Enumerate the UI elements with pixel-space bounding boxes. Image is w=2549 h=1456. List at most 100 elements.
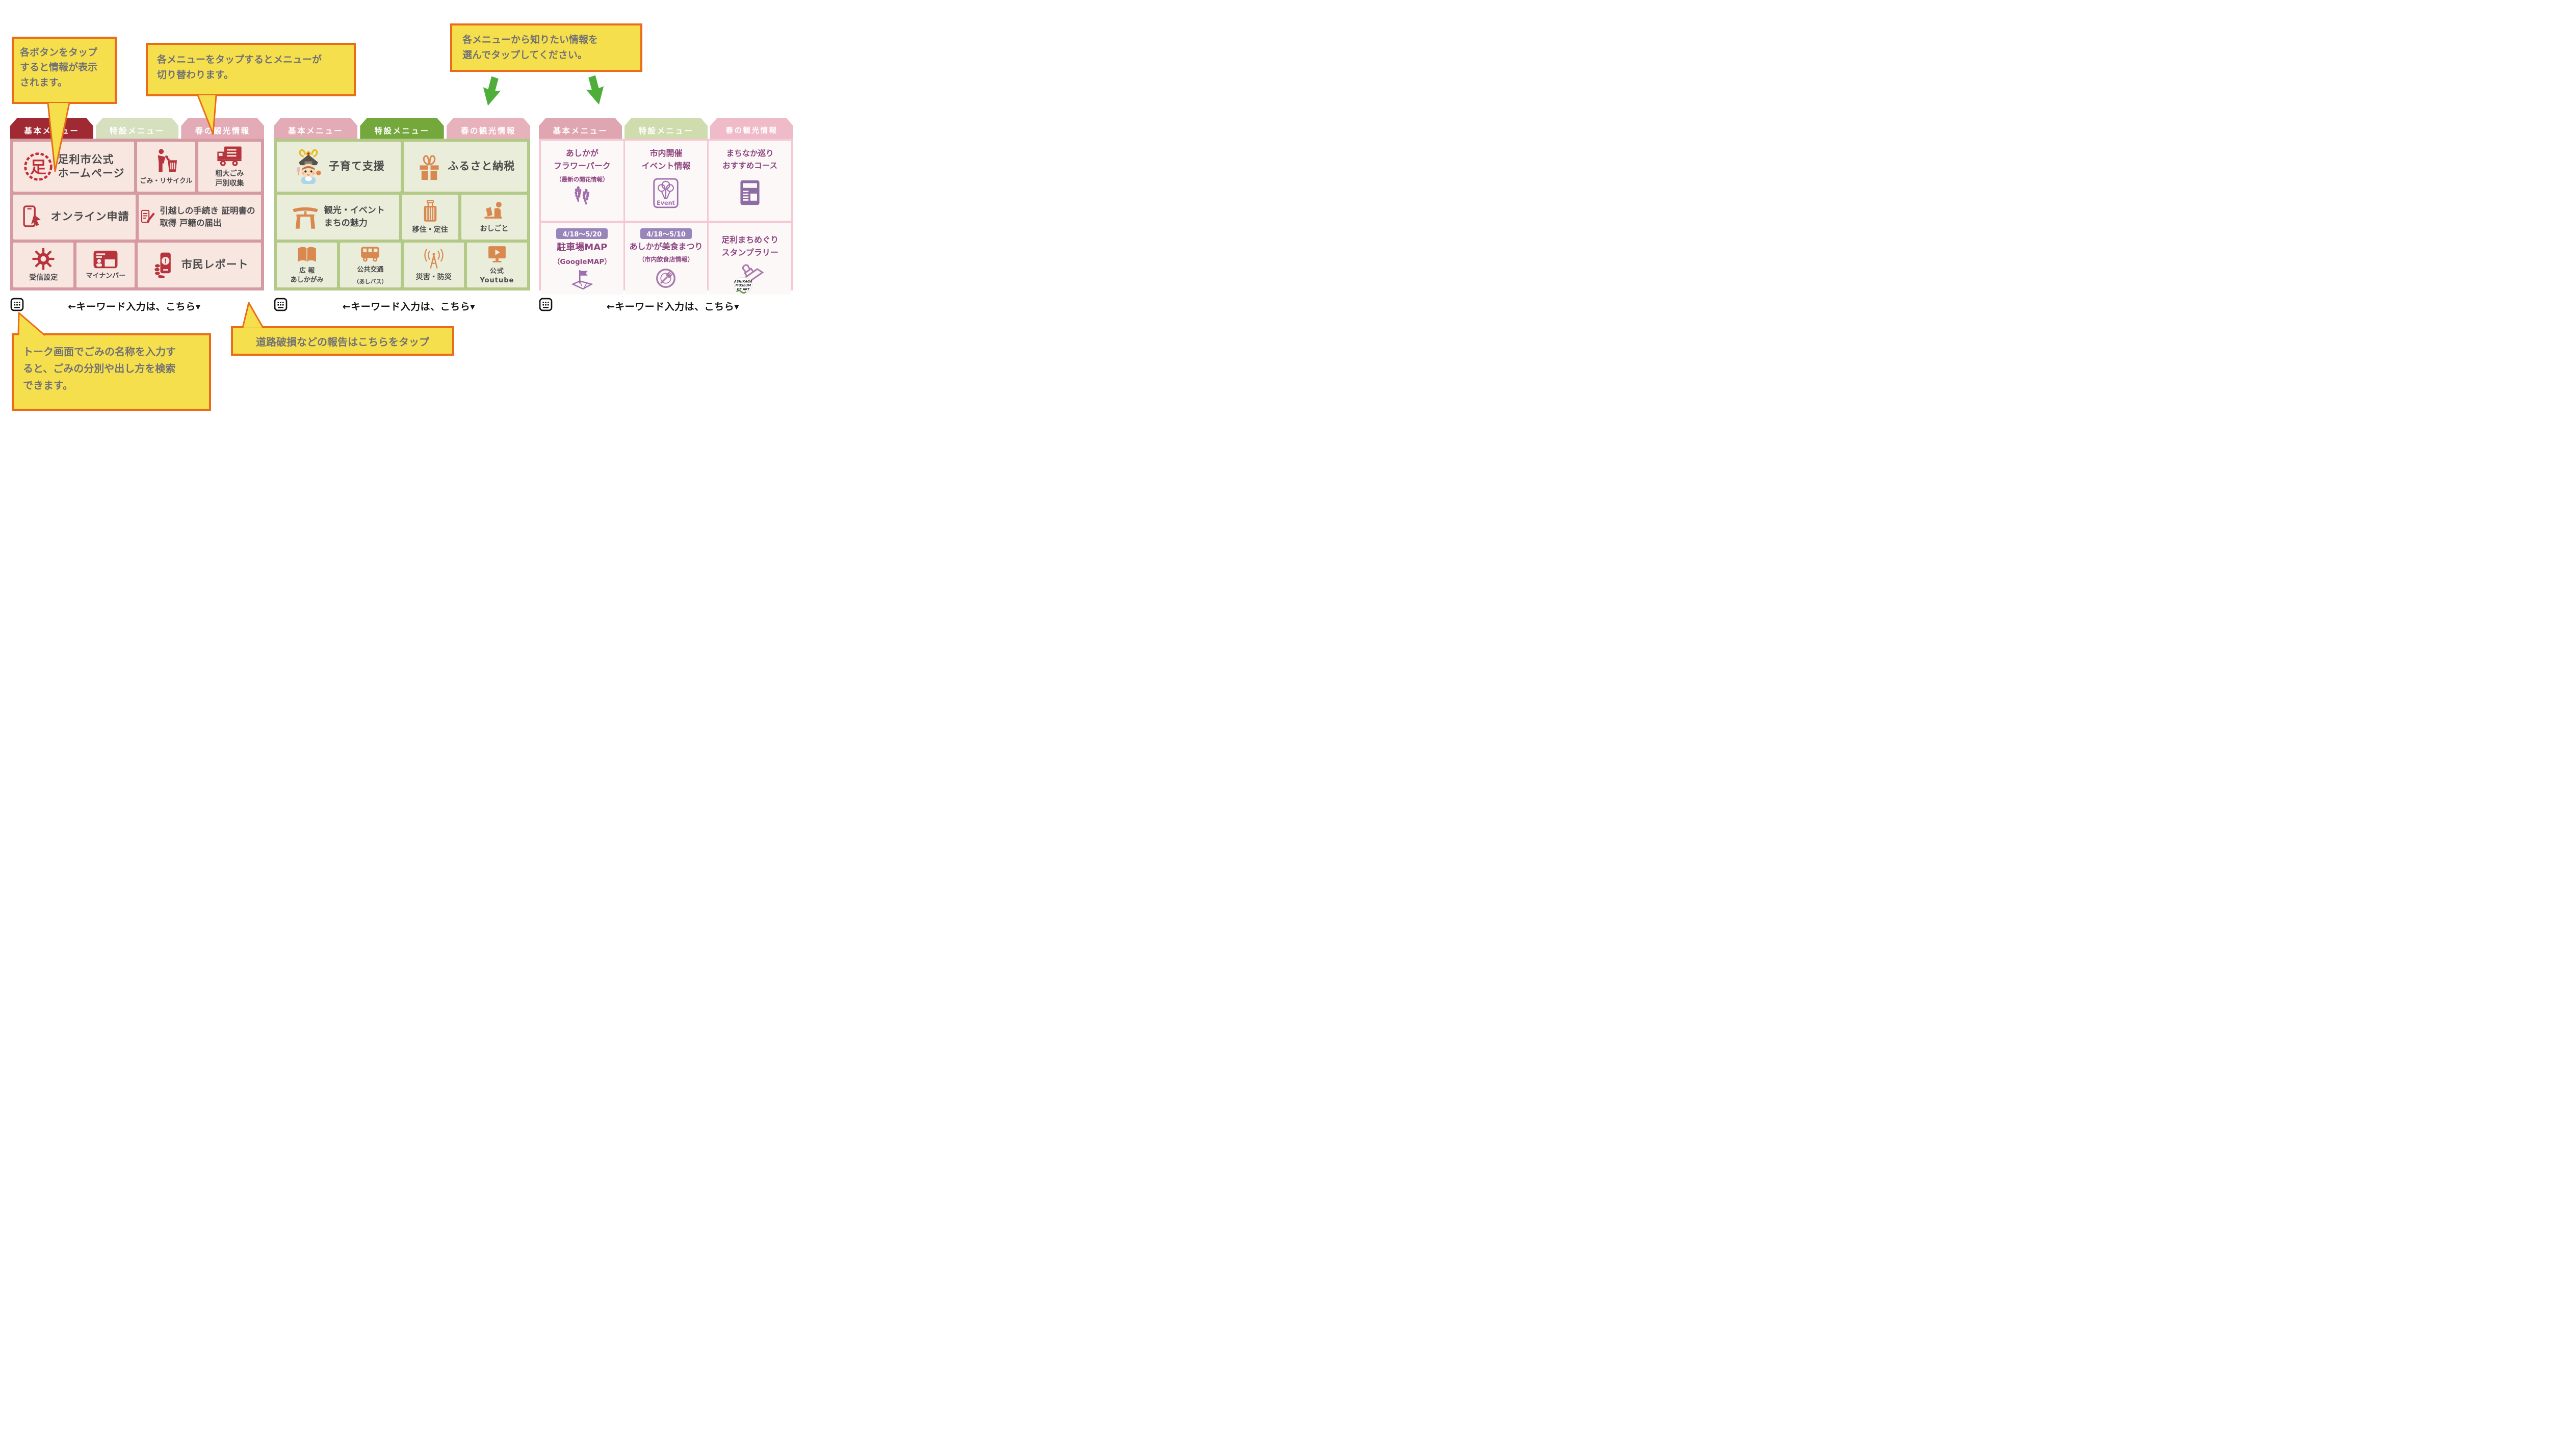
cell-walking-course[interactable]: まちなか巡り おすすめコース	[709, 141, 791, 221]
tab-spring-info[interactable]: 春の観光情報	[447, 118, 530, 139]
museum-logo-line: ASHIKAGA	[734, 280, 752, 283]
date-badge: 4/18～5/20	[556, 228, 608, 239]
cell-city-events[interactable]: 市内開催 イベント情報 Event	[625, 141, 708, 221]
event-balloons-icon: Event	[653, 178, 679, 208]
tab-label: 春の観光情報	[460, 126, 516, 136]
city-emblem-icon: 足	[23, 152, 53, 181]
panel-special-menu: 基本メニュー 特設メニュー 春の観光情報	[274, 118, 530, 290]
tab-label: 特設メニュー	[374, 126, 430, 136]
cell-parking-map[interactable]: 4/18～5/20 駐車場MAP （GoogleMAP）	[541, 223, 623, 295]
event-icon-label: Event	[657, 200, 675, 206]
cell-title: まちなか巡り おすすめコース	[722, 149, 778, 171]
museum-logo-line: OF ART	[737, 287, 750, 291]
infographic-canvas: 基本メニュー 特設メニュー 春の観光情報 足 足利市公式 ホームページ	[0, 0, 799, 415]
keyboard-icon[interactable]	[10, 298, 24, 311]
tab-spring-info[interactable]: 春の観光情報	[181, 118, 264, 139]
tab-bar-basic: 基本メニュー 特設メニュー 春の観光情報	[10, 118, 264, 139]
settings-gear-icon	[32, 248, 55, 270]
keyword-hint-label: ←キーワード入力は、こちら▾	[342, 301, 476, 312]
button-childcare-support[interactable]: 子育て支援	[277, 142, 401, 192]
button-citizen-report[interactable]: ! 市民レポート	[138, 243, 261, 287]
button-pr-ashikagami[interactable]: 広 報 あしかがみ	[277, 243, 337, 287]
cell-sublabel: （市内飲食店情報）	[638, 255, 694, 263]
green-arrow-down-left-icon	[483, 76, 501, 106]
wisteria-icon	[575, 186, 589, 205]
button-garbage-recycle[interactable]: ごみ・リサイクル	[137, 142, 195, 192]
dish-fork-icon	[656, 268, 676, 288]
museum-logo-line: MUSEUM	[736, 284, 751, 287]
tab-label: 特設メニュー	[638, 126, 694, 136]
cell-title: 駐車場MAP	[557, 242, 608, 253]
button-furusato-tax[interactable]: ふるさと納税	[403, 142, 527, 192]
keyboard-icon[interactable]	[539, 298, 553, 311]
keyword-row-spring: ←キーワード入力は、こちら▾	[539, 298, 793, 313]
button-moving-procedures[interactable]: 引越しの手続き 証明書の取得 戸籍の届出	[139, 195, 261, 240]
button-my-number[interactable]: マイナンバー	[76, 243, 135, 287]
button-label: 子育て支援	[328, 160, 385, 173]
mascot-icon	[297, 149, 321, 184]
map-flag-icon	[571, 270, 593, 290]
keyboard-icon[interactable]	[274, 298, 288, 311]
panel-basic-menu: 基本メニュー 特設メニュー 春の観光情報 足 足利市公式 ホームページ	[10, 118, 264, 290]
button-public-transport[interactable]: 公共交通 （あしバス）	[340, 243, 401, 287]
button-label: 引越しの手続き 証明書の取得 戸籍の届出	[160, 206, 255, 228]
keyword-hint-label: ←キーワード入力は、こちら▾	[68, 301, 201, 312]
button-label: おしごと	[480, 225, 509, 233]
button-label: ふるさと納税	[448, 160, 515, 173]
broadcast-tower-icon	[424, 249, 444, 269]
tab-special-menu[interactable]: 特設メニュー	[625, 118, 708, 139]
button-receive-settings[interactable]: 受信設定	[13, 243, 74, 287]
tab-basic-menu[interactable]: 基本メニュー	[274, 118, 357, 139]
keyword-row-basic: ←キーワード入力は、こちら▾	[10, 298, 245, 313]
cell-flower-park[interactable]: あしかが フラワーパーク （最新の開花情報）	[541, 141, 623, 221]
green-arrow-down-right-icon	[586, 75, 604, 105]
stamp-icon: ASHIKAGA MUSEUM OF ART	[734, 264, 764, 294]
tab-special-menu-active[interactable]: 特設メニュー	[360, 118, 444, 139]
date-badge: 4/18～5/10	[640, 228, 692, 239]
button-migration-settlement[interactable]: 移住・定住	[402, 195, 458, 240]
button-label: 広 報 あしかがみ	[290, 267, 324, 284]
button-label: オンライン申請	[50, 210, 129, 223]
button-sublabel: （あしバス）	[353, 278, 387, 285]
tab-spring-info-active[interactable]: 春の観光情報	[710, 118, 793, 139]
cell-title: あしかが フラワーパーク	[553, 148, 611, 171]
button-label: 公式 Youtube	[480, 267, 514, 284]
button-online-application[interactable]: オンライン申請	[13, 195, 136, 240]
callout-menu-switch: 各メニューをタップするとメニューが 切り替わります。	[146, 43, 356, 96]
callout-garbage-search: トーク画面でごみの名称を入力す ると、ごみの分別や出し方を検索 できます。	[12, 333, 211, 411]
button-label: 観光・イベント まちの魅力	[324, 205, 385, 228]
button-label: 市民レポート	[181, 258, 249, 271]
panel-spring-tourism: 基本メニュー 特設メニュー 春の観光情報 あしかが フラワーパーク （最新の開花…	[539, 118, 793, 295]
button-label: 粗大ごみ 戸別収集	[215, 170, 244, 188]
callout-tail	[242, 302, 264, 328]
tab-label: 特設メニュー	[110, 126, 165, 136]
work-laptop-icon	[484, 202, 502, 219]
trash-recycle-icon	[158, 149, 177, 172]
report-phone-icon: !	[154, 252, 171, 278]
tab-label: 春の観光情報	[195, 126, 250, 136]
cell-sublabel: （GoogleMAP）	[553, 258, 611, 267]
keyword-hint-label: ←キーワード入力は、こちら▾	[606, 301, 740, 312]
button-jobs[interactable]: おしごと	[461, 195, 527, 240]
button-official-homepage[interactable]: 足 足利市公式 ホームページ	[13, 142, 134, 192]
callout-tap-button: 各ボタンをタップ すると情報が表示 されます。	[12, 37, 117, 104]
button-label: マイナンバー	[86, 272, 126, 280]
cell-title: あしかが美食まつり	[629, 242, 703, 251]
tab-special-menu[interactable]: 特設メニュー	[96, 118, 179, 139]
tab-label: 基本メニュー	[553, 126, 608, 136]
cell-sublabel: （最新の開花情報）	[556, 175, 609, 183]
button-label: 公共交通	[357, 266, 384, 274]
emblem-character: 足	[30, 157, 46, 177]
cell-title: 足利まちめぐり スタンプラリー	[721, 235, 779, 257]
suitcase-icon	[424, 200, 436, 222]
button-disaster-prevention[interactable]: 災害・防災	[403, 243, 464, 287]
cell-gourmet-festival[interactable]: 4/18～5/10 あしかが美食まつり （市内飲食店情報）	[625, 223, 708, 295]
button-tourism-events[interactable]: 観光・イベント まちの魅力	[277, 195, 399, 240]
button-official-youtube[interactable]: 公式 Youtube	[466, 243, 527, 287]
cell-stamp-rally[interactable]: 足利まちめぐり スタンプラリー ASHIKAGA MUSEUM OF ART	[709, 223, 791, 295]
button-bulky-garbage[interactable]: 粗大ごみ 戸別収集	[198, 142, 261, 192]
torii-icon	[293, 207, 318, 229]
button-label: 移住・定住	[412, 226, 448, 234]
tab-basic-menu[interactable]: 基本メニュー	[539, 118, 622, 139]
cell-title: 市内開催 イベント情報	[641, 148, 691, 171]
